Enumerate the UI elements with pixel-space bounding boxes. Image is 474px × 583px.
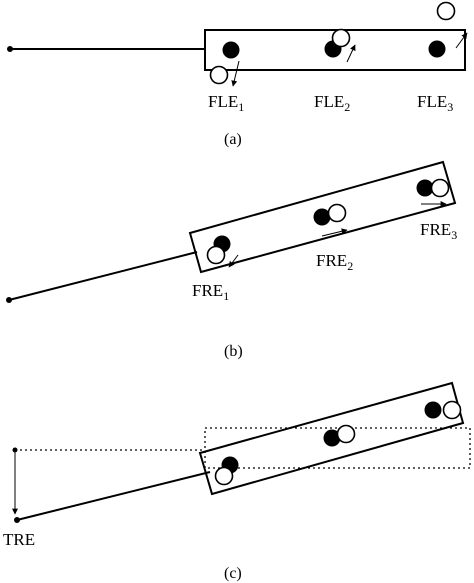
caption-b: (b) [224, 343, 243, 360]
measured-fiducial-3 [430, 178, 450, 198]
label-fle-2: FLE2 [314, 92, 350, 114]
true-fiducial-2 [323, 429, 341, 447]
caption-c: (c) [224, 565, 242, 582]
error-arrow-3 [455, 32, 468, 49]
true-fiducial-3 [416, 179, 434, 197]
panel-a: FLE1 FLE2 FLE3 (a) [7, 1, 468, 148]
panel-c: TRE (c) [3, 381, 471, 582]
marker-body [198, 381, 465, 496]
measured-fiducial-1 [214, 466, 234, 486]
label-fre-2: FRE2 [316, 251, 353, 273]
error-arrow-2 [346, 44, 356, 63]
true-fiducial-3 [424, 401, 442, 419]
measured-fiducial-2 [331, 28, 351, 48]
probe-tip [6, 297, 12, 303]
error-arrow-1 [228, 254, 239, 268]
probe-shaft [8, 251, 198, 301]
true-fiducial-1 [222, 41, 240, 59]
true-fiducial-2 [313, 208, 331, 226]
label-fle-1: FLE1 [208, 92, 244, 114]
panel-b: FRE1 FRE2 FRE3 (b) [6, 160, 457, 360]
measured-fiducial-3 [442, 400, 462, 420]
label-fle-3: FLE3 [417, 92, 453, 114]
reference-marker-body [204, 427, 471, 469]
probe-tip [14, 517, 20, 523]
caption-a: (a) [224, 131, 242, 148]
measured-fiducial-2 [327, 203, 347, 223]
marker-body [188, 160, 457, 274]
probe-tip [7, 46, 13, 52]
measured-fiducial-1 [206, 245, 226, 265]
label-fre-3: FRE3 [420, 220, 457, 242]
label-fre-1: FRE1 [192, 281, 229, 303]
measured-fiducial-3 [436, 1, 456, 21]
measured-fiducial-1 [209, 65, 229, 85]
true-fiducial-3 [428, 40, 446, 58]
error-arrow-2 [321, 228, 348, 237]
label-tre: TRE [3, 530, 35, 549]
measured-fiducial-2 [336, 424, 356, 444]
error-arrow-1 [231, 60, 240, 87]
marker-body [204, 29, 466, 71]
probe-shaft [16, 471, 211, 521]
